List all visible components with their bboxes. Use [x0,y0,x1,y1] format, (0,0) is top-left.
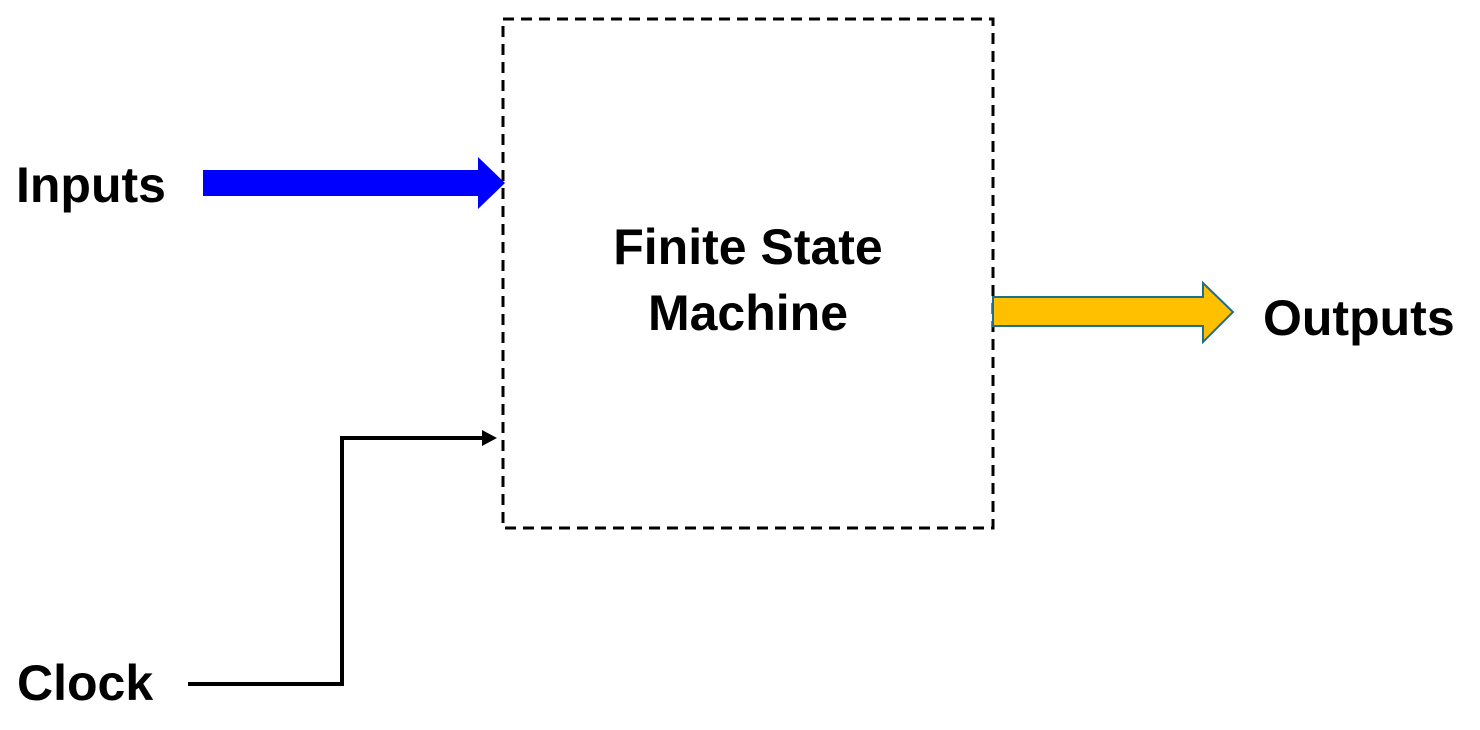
clock-label: Clock [17,655,154,711]
outputs-label: Outputs [1263,290,1455,346]
fsm-title-line-2: Machine [647,285,849,341]
clock-arrowhead [482,430,497,446]
fsm-block [501,17,995,530]
fsm-block-title: Finite State Machine [503,214,993,346]
fsm-title-line-1: Finite State [613,219,883,275]
outputs-arrow [992,280,1235,345]
inputs-arrow [203,157,505,209]
inputs-label: Inputs [16,157,166,213]
clock-line [188,436,484,686]
